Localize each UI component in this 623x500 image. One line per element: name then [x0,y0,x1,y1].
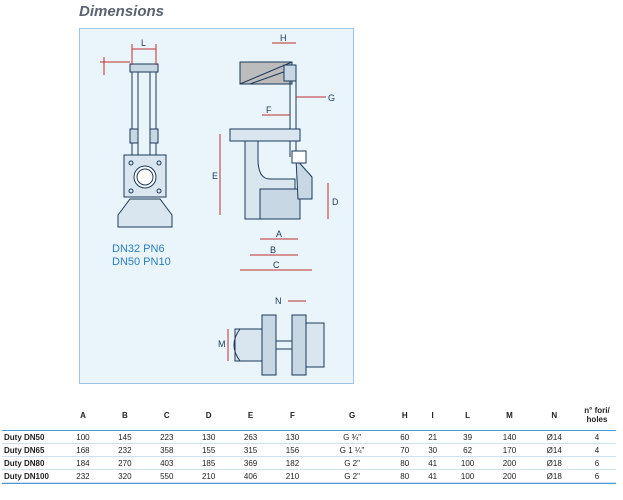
cell: 263 [229,430,272,444]
dim-label-g: G [328,93,335,103]
dim-label-h: H [280,33,287,43]
cell: G 2" [313,469,391,483]
dim-label-a: A [276,229,282,239]
cell: 4 [578,443,616,457]
cell: 100 [446,469,489,483]
table-row: Duty DN65 168 232 358 155 315 156 G 1 ¼"… [2,443,616,457]
cell: 210 [271,469,314,483]
header-n: N [530,400,578,431]
cell: 155 [187,443,230,457]
cell: 70 [390,443,419,457]
cell: 232 [103,443,146,457]
cell: 200 [488,469,531,483]
cell: Ø14 [530,443,578,457]
cell: G ¾" [313,430,391,444]
cell: 358 [145,443,188,457]
cell: 232 [62,469,104,483]
dim-label-c: C [273,260,280,270]
cell: 100 [62,430,104,444]
cell: 6 [578,456,616,470]
cell: 168 [62,443,104,457]
cell: 200 [488,456,531,470]
cell: 21 [418,430,447,444]
header-l: L [446,400,489,431]
cell: 550 [145,469,188,483]
header-h: H [390,400,419,431]
cell: 223 [145,430,188,444]
cell: Ø18 [530,456,578,470]
cell: G 1 ¼" [313,443,391,457]
header-m: M [488,400,531,431]
dimensions-table: A B C D E F G H I L M N n° fori/ holes D… [2,400,616,483]
header-holes: n° fori/ holes [578,400,616,431]
table-header-row: A B C D E F G H I L M N n° fori/ holes [2,400,616,431]
cell: 140 [488,430,531,444]
table-row: Duty DN80 184 270 403 185 369 182 G 2" 8… [2,456,616,470]
cell: Ø14 [530,430,578,444]
cell: 315 [229,443,272,457]
cell: 4 [578,430,616,444]
cell: 182 [271,456,314,470]
dim-label-l: L [141,38,146,48]
cell-model: Duty DN80 [2,456,62,470]
cell: 210 [187,469,230,483]
cell: 30 [418,443,447,457]
dim-label-b: B [270,245,276,255]
cell: 80 [390,456,419,470]
cell: 130 [187,430,230,444]
cell: 130 [271,430,314,444]
dim-label-f: F [266,105,272,115]
cell: 406 [229,469,272,483]
header-a: A [62,400,104,431]
cell: 145 [103,430,146,444]
cell: 60 [390,430,419,444]
cell: 170 [488,443,531,457]
page-title: Dimensions [79,3,165,20]
cell: 80 [390,469,419,483]
technical-drawing: L H G F E D A B C N M [100,33,339,376]
dn-label-line1: DN32 PN6 [112,243,165,255]
cell: 369 [229,456,272,470]
dn-label-line2: DN50 PN10 [112,256,171,268]
cell: 156 [271,443,314,457]
table-bottom-rule [2,483,616,484]
header-e: E [229,400,272,431]
cell: 6 [578,469,616,483]
header-i: I [418,400,447,431]
cell: 320 [103,469,146,483]
table-row: Duty DN100 232 320 550 210 406 210 G 2" … [2,469,616,483]
cell: Ø18 [530,469,578,483]
cell: 41 [418,469,447,483]
cell: 185 [187,456,230,470]
table-row: Duty DN50 100 145 223 130 263 130 G ¾" 6… [2,430,616,444]
cell-model: Duty DN100 [2,469,62,483]
cell: 62 [446,443,489,457]
cell-model: Duty DN65 [2,443,62,457]
cell: 403 [145,456,188,470]
dim-label-d: D [332,197,339,207]
dim-label-n: N [275,296,282,306]
header-f: F [271,400,314,431]
header-c: C [145,400,188,431]
cell: 39 [446,430,489,444]
header-b: B [103,400,146,431]
dim-label-e: E [212,171,218,181]
dimension-drawing: L H G F E D A B C N M DN32 PN6 DN50 PN10 [79,28,354,384]
cell: 100 [446,456,489,470]
header-g: G [313,400,391,431]
cell: 184 [62,456,104,470]
cell: 270 [103,456,146,470]
cell-model: Duty DN50 [2,430,62,444]
dimensions-table-wrap: A B C D E F G H I L M N n° fori/ holes D… [0,400,623,483]
cell: 41 [418,456,447,470]
dim-label-m: M [218,339,226,349]
cell: G 2" [313,456,391,470]
header-d: D [187,400,230,431]
header-model [2,400,62,431]
